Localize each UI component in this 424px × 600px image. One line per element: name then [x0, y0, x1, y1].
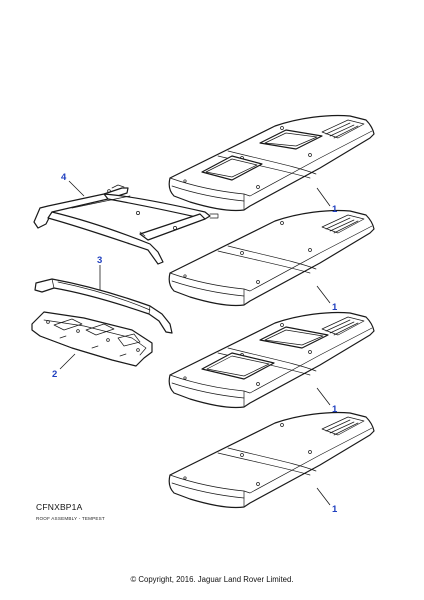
roof-rail [34, 278, 173, 334]
roof-frame [33, 184, 219, 265]
roof-panel-glass-top [168, 114, 375, 212]
leader-lines [59, 180, 331, 506]
diagram-caption: ROOF ASSEMBLY - TEMPEST [36, 516, 105, 521]
callout-1-b: 1 [332, 302, 338, 313]
callout-1-d: 1 [332, 504, 338, 515]
diagram-code: CFNXBP1A [36, 502, 83, 512]
callout-3: 3 [97, 255, 102, 266]
copyright-notice: © Copyright, 2016. Jaguar Land Rover Lim… [130, 575, 294, 584]
roof-panel-glass-lower [168, 311, 375, 409]
roof-inner-panel [31, 311, 153, 367]
callout-2: 2 [52, 369, 57, 380]
roof-panel-solid-lower [168, 411, 375, 509]
callout-4: 4 [61, 172, 67, 183]
roof-panel-solid-upper [168, 209, 375, 307]
callout-1-c: 1 [332, 404, 338, 415]
callout-1-a: 1 [332, 204, 338, 215]
